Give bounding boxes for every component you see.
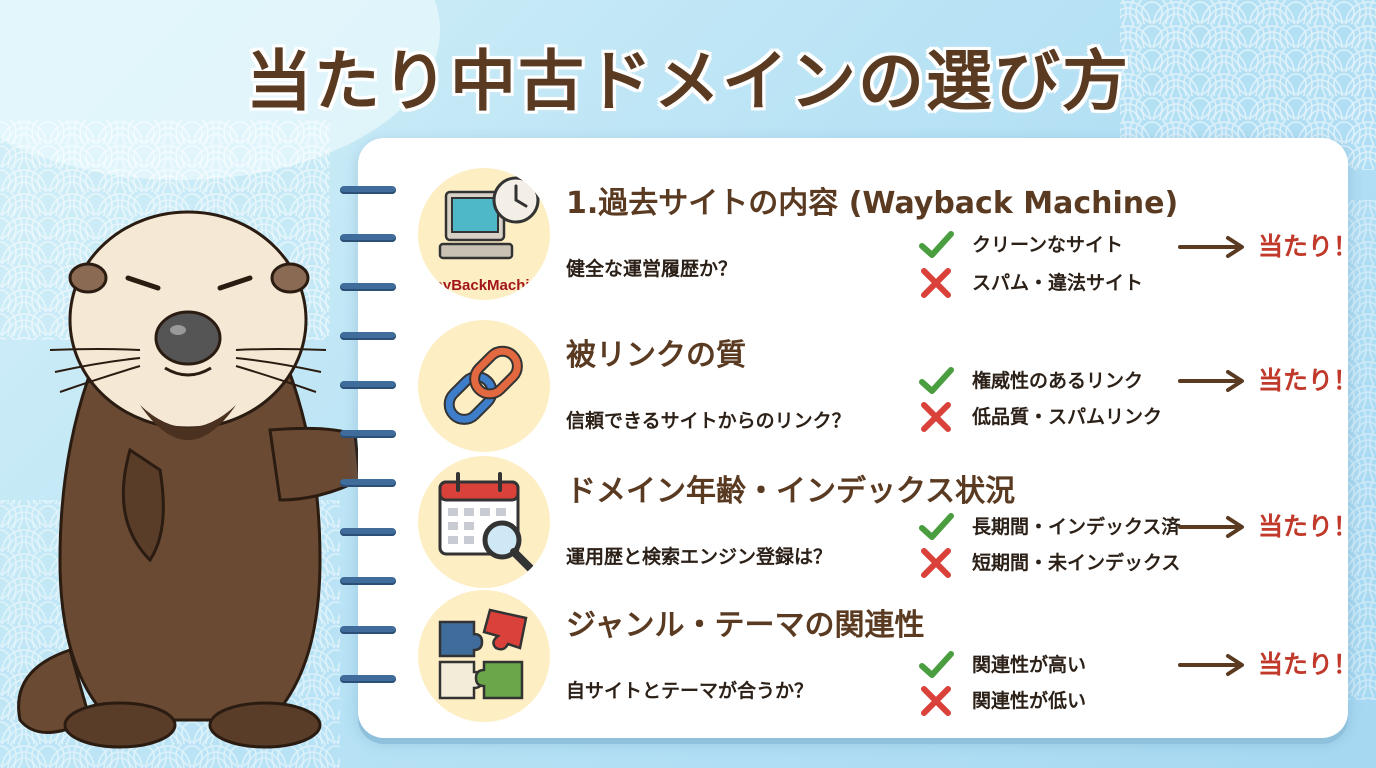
cross-icon [921, 402, 951, 432]
binder-ring [340, 479, 396, 487]
binder-ring [340, 234, 396, 242]
cross-icon [921, 548, 951, 578]
cross-icon [921, 686, 951, 716]
section-question: 自サイトとテーマが合うか？ [566, 680, 814, 702]
result-text: 当たり！ [1258, 232, 1359, 261]
section-domain-age: ドメイン年齢・インデックス状況 運用歴と検索エンジン登録は？ 長期間・インデック… [418, 456, 1358, 596]
arrow-right-icon [1178, 516, 1244, 538]
section-title: ジャンル・テーマの関連性 [566, 608, 925, 643]
check-icon [919, 513, 954, 540]
section-title: ドメイン年齢・インデックス状況 [566, 474, 1016, 509]
svg-text:WayBackMachine: WayBackMachine [421, 277, 547, 294]
section-question: 健全な運営履歴か？ [566, 258, 738, 280]
icon-badge [418, 320, 550, 452]
check-icon [919, 231, 954, 258]
binder-ring [340, 626, 396, 634]
binder-ring [340, 577, 396, 585]
result-text: 当たり！ [1258, 366, 1359, 395]
section-past-site: WayBackMachine 1.過去サイトの内容 (Wayback Machi… [418, 168, 1358, 308]
section-question: 信頼できるサイトからのリンク？ [566, 410, 851, 432]
section-title: 被リンクの質 [566, 338, 746, 373]
cross-icon [921, 268, 951, 298]
arrow-right-icon [1178, 370, 1244, 392]
section-genre-theme: ジャンル・テーマの関連性 自サイトとテーマが合うか？ 関連性が高い 関連性が低い… [418, 590, 1358, 730]
chain-link-icon [443, 345, 523, 425]
puzzle-icon [438, 608, 528, 700]
result-text: 当たり！ [1258, 512, 1359, 541]
binder-ring [340, 381, 396, 389]
binder-ring [340, 186, 396, 194]
calendar-search-icon [438, 472, 534, 572]
binder-ring [340, 430, 396, 438]
arrow-right-icon [1178, 236, 1244, 258]
sea-otter-mascot [17, 210, 362, 749]
binder-ring [340, 332, 396, 340]
check-icon [919, 651, 954, 678]
check-icon [919, 367, 954, 394]
binder-rings [340, 170, 400, 700]
binder-ring [340, 283, 396, 291]
arrow-right-icon [1178, 654, 1244, 676]
section-backlinks: 被リンクの質 信頼できるサイトからのリンク？ 権威性のあるリンク 低品質・スパム… [418, 320, 1358, 460]
binder-ring [340, 528, 396, 536]
icon-badge [418, 590, 550, 722]
wayback-machine-icon: WayBackMachine [421, 176, 547, 294]
icon-badge: WayBackMachine [418, 168, 550, 300]
binder-ring [340, 675, 396, 683]
page-title: 当たり中古ドメインの選び方 [246, 43, 1130, 120]
section-title: 1.過去サイトの内容 (Wayback Machine) [566, 186, 1179, 221]
icon-badge [418, 456, 550, 588]
section-question: 運用歴と検索エンジン登録は？ [566, 546, 833, 568]
result-text: 当たり！ [1258, 650, 1359, 679]
